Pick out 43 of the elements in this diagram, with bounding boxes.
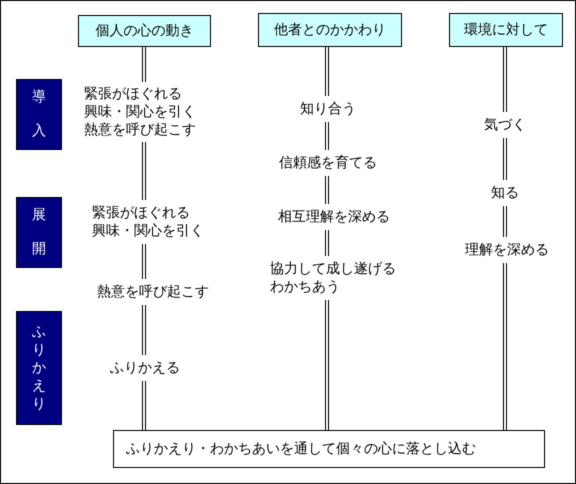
header-text: 個人の心の動き (96, 22, 194, 40)
phase-label (16, 311, 62, 425)
double-line-connector (503, 206, 507, 238)
summary-text: ふりかえり・わかちあいを通して個々の心に落とし込む (126, 440, 476, 458)
step-text: 緊張がほぐれる (84, 85, 182, 103)
double-line-connector (142, 142, 146, 200)
double-line-connector (325, 176, 329, 204)
double-line-connector (325, 122, 329, 150)
phase-label (16, 79, 62, 150)
step-text: ふりかえる (110, 359, 180, 377)
step-text: 相互理解を深める (278, 208, 390, 226)
double-line-connector (503, 138, 507, 180)
column-header (449, 13, 563, 47)
double-line-connector (142, 304, 146, 356)
double-line-connector (142, 244, 146, 280)
phase-text: 展開 (32, 206, 46, 258)
double-line-connector (142, 46, 146, 82)
step-text: 熱意を呼び起こす (97, 283, 209, 301)
step-text: 知り合う (300, 100, 356, 118)
column-header (258, 13, 402, 47)
double-line-connector (503, 46, 507, 112)
step-text: 興味・関心を引く (84, 103, 196, 121)
step-text: 理解を深める (465, 241, 549, 259)
double-line-connector (325, 230, 329, 256)
double-line-connector (325, 300, 329, 430)
header-text: 環境に対して (464, 21, 548, 39)
step-text: 信頼感を育てる (279, 154, 377, 172)
step-text: 知る (491, 184, 519, 202)
phase-text: ふりかえり (32, 322, 46, 414)
step-text: 緊張がほぐれる (92, 204, 190, 222)
double-line-connector (503, 262, 507, 430)
double-line-connector (325, 46, 329, 96)
step-text: 興味・関心を引く (92, 222, 204, 240)
phase-text: 導入 (32, 88, 46, 140)
step-text: 熱意を呼び起こす (84, 121, 196, 139)
header-text: 他者とのかかわり (274, 21, 386, 39)
summary-box (113, 430, 545, 468)
column-header (78, 15, 211, 47)
double-line-connector (142, 380, 146, 430)
step-text: 協力して成し遂げる (270, 260, 396, 278)
step-text: 気づく (484, 116, 526, 134)
phase-label (16, 197, 62, 268)
step-text: わかちあう (270, 278, 340, 296)
